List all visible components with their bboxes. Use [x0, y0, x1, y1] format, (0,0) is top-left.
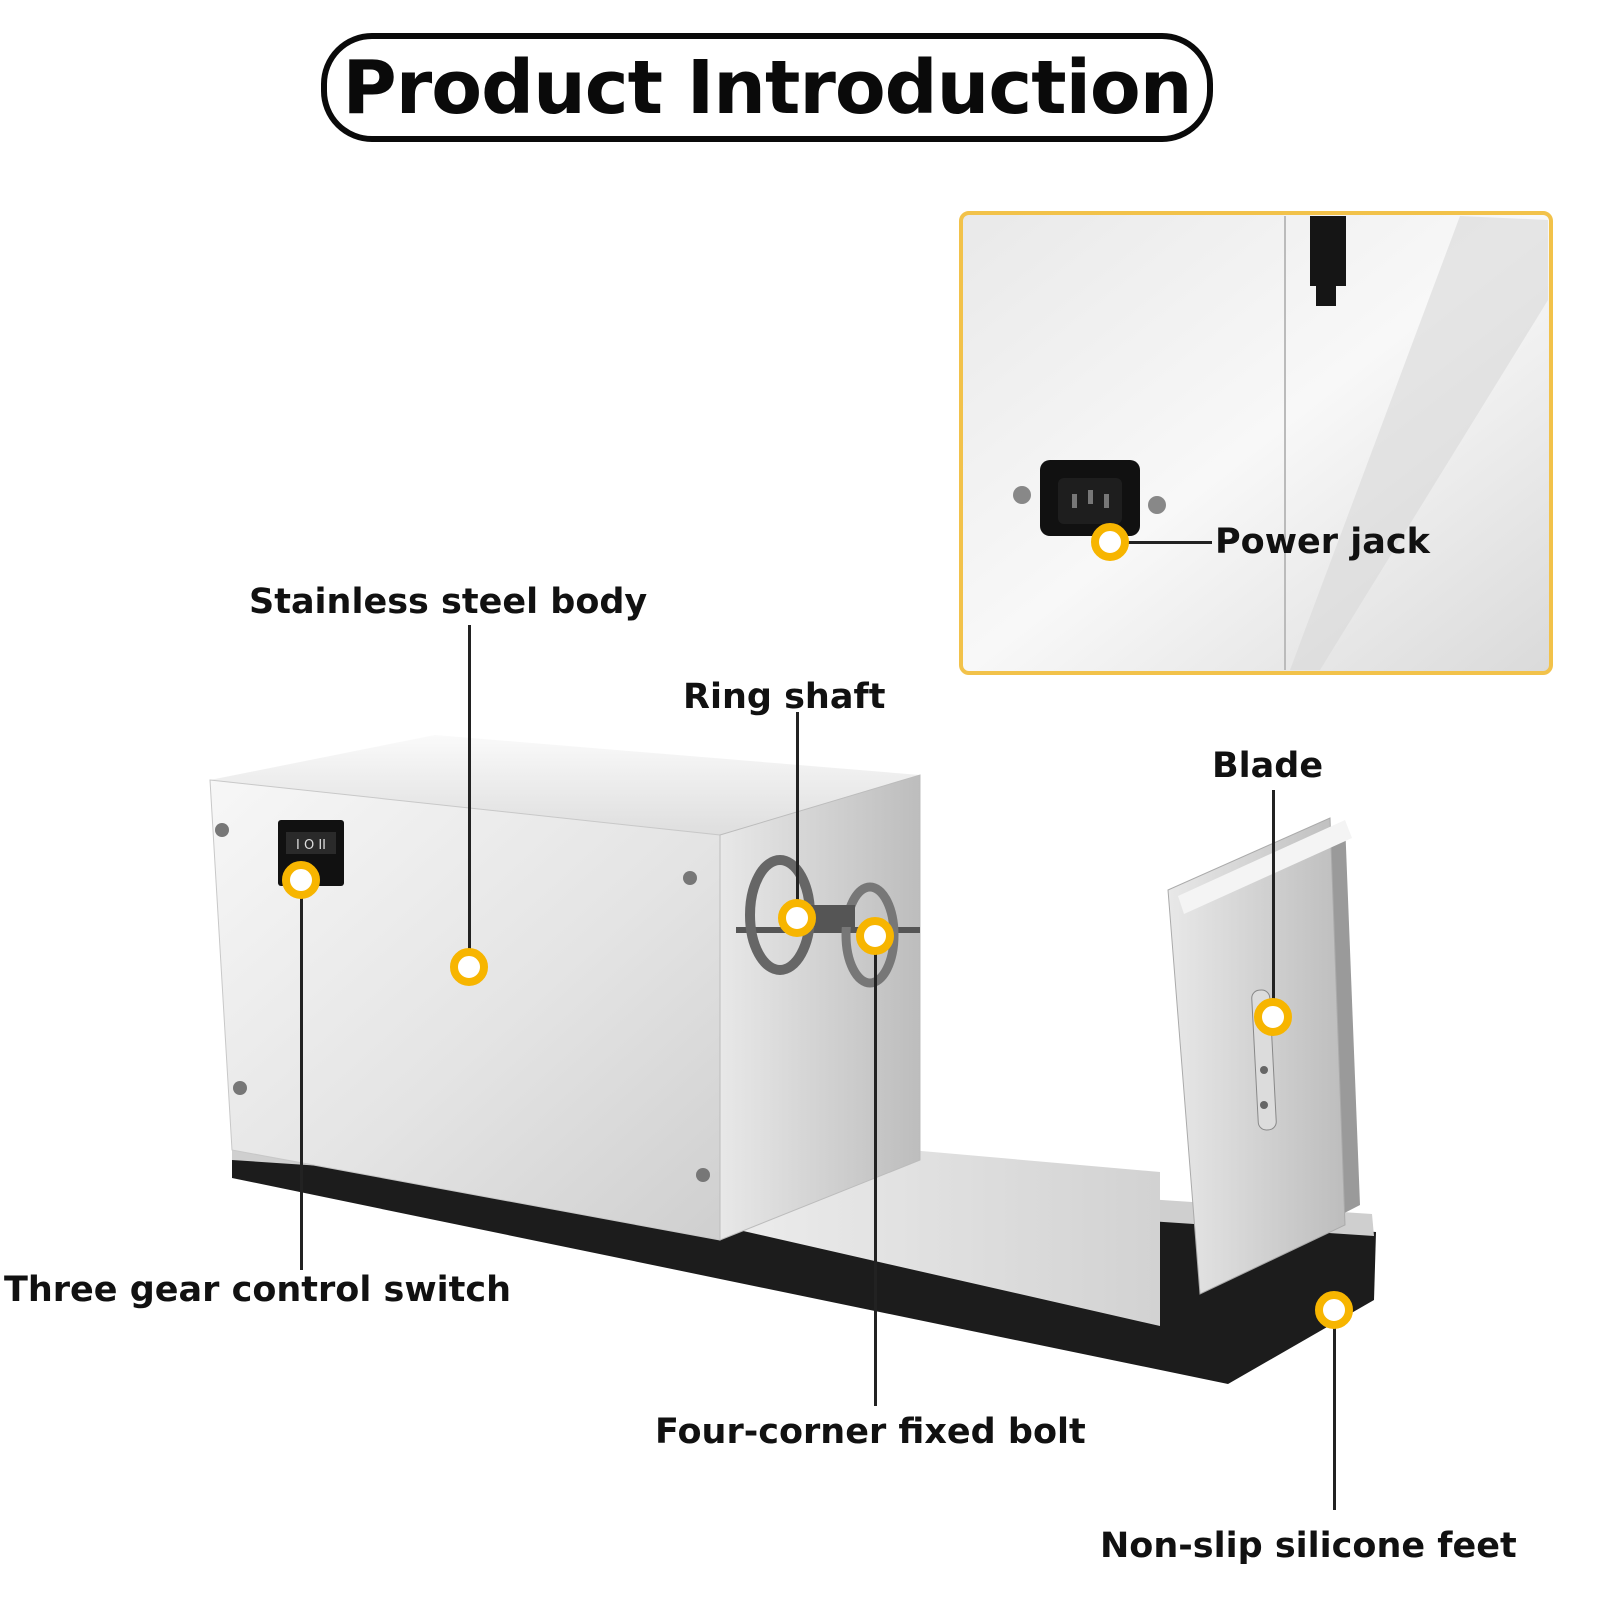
label-stainless-body: Stainless steel body: [249, 582, 648, 622]
tray-floor: [730, 1150, 1160, 1326]
blade-wall: [1167, 817, 1360, 1295]
marker-feet: [1315, 1291, 1353, 1329]
label-blade: Blade: [1212, 746, 1324, 786]
marker-power-jack: [1091, 523, 1129, 561]
label-switch: Three gear control switch: [4, 1270, 512, 1310]
leader-line-switch: [300, 880, 303, 1270]
leader-line-bolt: [874, 936, 877, 1406]
marker-blade: [1254, 998, 1292, 1036]
marker-bolt: [856, 917, 894, 955]
marker-body: [450, 948, 488, 986]
title-badge: Product Introduction: [318, 30, 1216, 145]
leader-line-ring-shaft: [796, 712, 799, 922]
leader-line-feet: [1333, 1310, 1336, 1510]
title-badge-outline: [321, 33, 1213, 142]
marker-switch: [282, 861, 320, 899]
leader-line-body: [468, 625, 471, 967]
svg-text:I O II: I O II: [296, 838, 326, 853]
leader-line-power-jack: [1110, 541, 1212, 544]
marker-ring-shaft: [778, 899, 816, 937]
main-body: [209, 735, 921, 1241]
label-ring-shaft: Ring shaft: [683, 677, 886, 717]
label-feet: Non-slip silicone feet: [1100, 1526, 1517, 1566]
label-bolt: Four-corner fixed bolt: [655, 1412, 1086, 1452]
leader-line-blade: [1272, 790, 1275, 1015]
label-power-jack: Power jack: [1215, 522, 1430, 562]
inset-closeup: [959, 211, 1553, 675]
page-title: Product Introduction: [342, 44, 1193, 131]
